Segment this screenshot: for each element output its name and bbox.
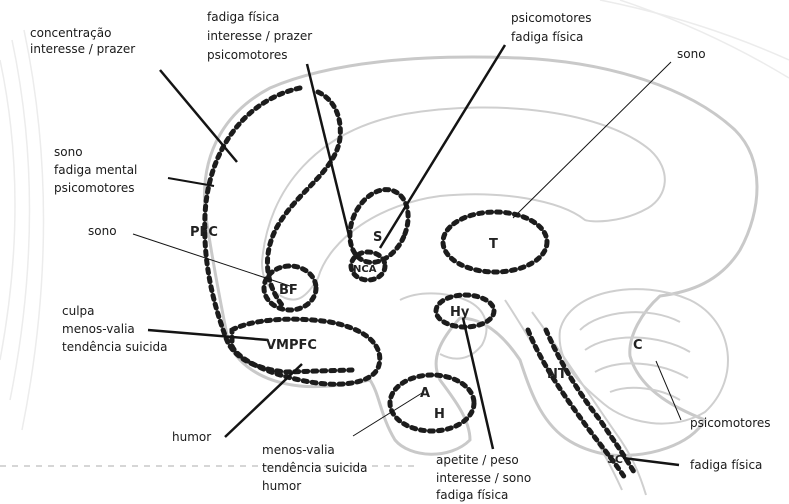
background-stripes bbox=[0, 0, 789, 430]
region-hy: Hy bbox=[450, 305, 470, 320]
label-tendencia-suicida-bottom: tendência suicida bbox=[262, 461, 368, 475]
label-psicomotores-right: psicomotores bbox=[511, 11, 592, 25]
label-fadiga-fisica-bottom: fadiga física bbox=[436, 488, 508, 502]
region-c: C bbox=[633, 338, 643, 353]
label-culpa: culpa bbox=[62, 304, 95, 318]
a-h-region bbox=[390, 375, 474, 431]
label-interesse-prazer-top: interesse / prazer bbox=[207, 29, 312, 43]
label-apetite-peso: apetite / peso bbox=[436, 453, 519, 467]
label-tendencia-suicida-left: tendência suicida bbox=[62, 340, 168, 354]
label-psicomotores-left: psicomotores bbox=[54, 181, 135, 195]
label-menos-valia-left: menos-valia bbox=[62, 322, 135, 336]
region-h: H bbox=[434, 407, 445, 422]
region-nt: NT bbox=[547, 367, 567, 382]
region-vmpfc: VMPFC bbox=[266, 338, 317, 353]
label-menos-valia-bottom: menos-valia bbox=[262, 443, 335, 457]
label-humor-bottom: humor bbox=[262, 479, 301, 493]
label-psicomotores-cerebellum: psicomotores bbox=[690, 416, 771, 430]
label-fadiga-fisica-sc: fadiga física bbox=[690, 458, 762, 472]
region-sc: SC bbox=[607, 453, 623, 466]
label-fadiga-fisica-top: fadiga física bbox=[207, 10, 279, 24]
label-fadiga-mental: fadiga mental bbox=[54, 163, 137, 177]
region-nca: NCA bbox=[353, 264, 377, 275]
dotted-regions bbox=[205, 88, 634, 478]
label-humor-left: humor bbox=[172, 430, 211, 444]
region-pfc: PFC bbox=[190, 225, 218, 240]
leader-lines bbox=[133, 45, 681, 465]
label-interesse-prazer: interesse / prazer bbox=[30, 42, 135, 56]
label-psicomotores-top: psicomotores bbox=[207, 48, 288, 62]
label-sono-top-right: sono bbox=[677, 47, 706, 61]
label-sono-left: sono bbox=[54, 145, 83, 159]
region-s: S bbox=[373, 230, 382, 245]
corpus-callosum bbox=[262, 107, 665, 299]
region-a: A bbox=[420, 386, 430, 401]
region-t: T bbox=[489, 237, 498, 252]
label-interesse-sono: interesse / sono bbox=[436, 471, 531, 485]
label-fadiga-fisica-right: fadiga física bbox=[511, 30, 583, 44]
label-concentracao: concentração bbox=[30, 26, 111, 40]
label-sono-bf: sono bbox=[88, 224, 117, 238]
pfc-inner-region bbox=[267, 92, 340, 305]
region-bf: BF bbox=[279, 283, 298, 298]
